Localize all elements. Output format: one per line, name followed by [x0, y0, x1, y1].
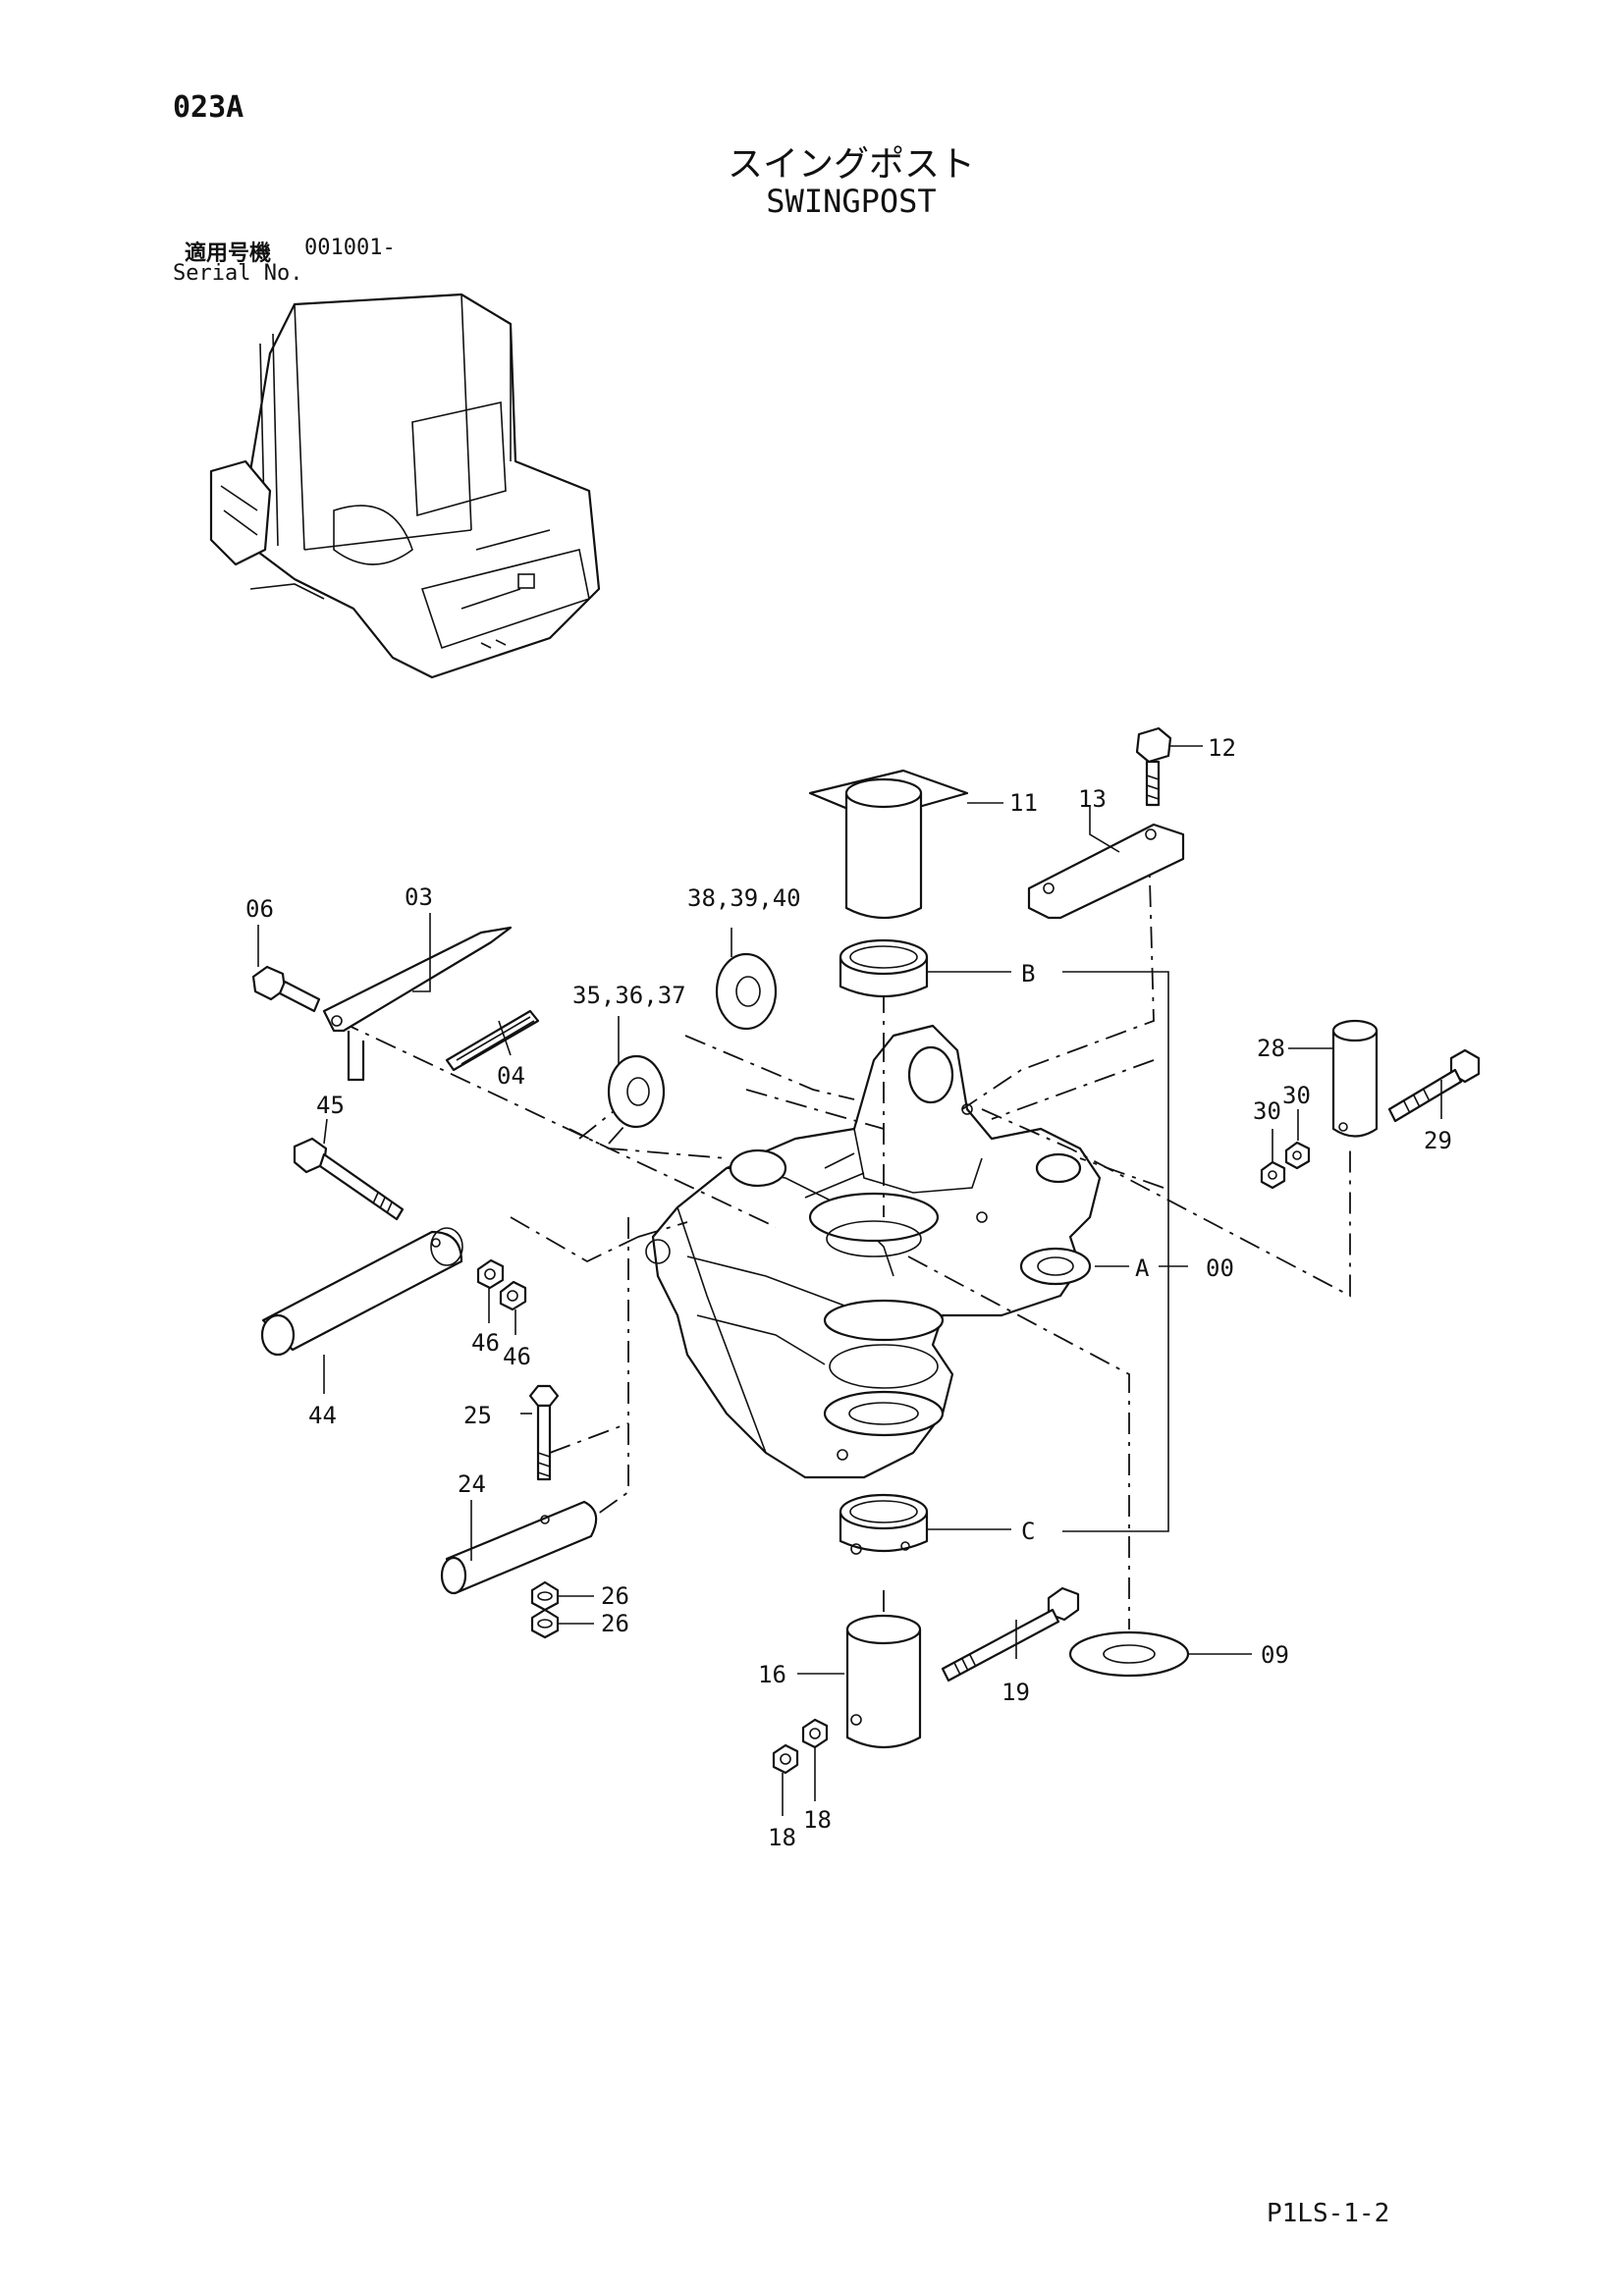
- callout-12: 12: [1208, 734, 1236, 762]
- page-code: 023A: [173, 90, 244, 125]
- part-26-nut: [530, 1580, 560, 1612]
- part-11-pin-with-plate: [808, 769, 969, 920]
- part-44-pin: [260, 1227, 463, 1357]
- part-24-pin: [440, 1500, 598, 1595]
- part-13-angle-plate: [1027, 823, 1185, 920]
- assembly-center-lines: [338, 843, 1351, 1688]
- callout-25: 25: [463, 1402, 492, 1429]
- part-18-nut: [772, 1743, 799, 1775]
- callout-ref-B: B: [1021, 960, 1035, 988]
- serial-number-value: 001001-: [304, 236, 396, 260]
- callout-24: 24: [458, 1470, 486, 1498]
- callout-18-second: 18: [803, 1806, 832, 1834]
- callout-30: 30: [1253, 1097, 1281, 1125]
- part-25-bolt: [528, 1384, 560, 1481]
- callout-19: 19: [1001, 1679, 1030, 1706]
- callout-44: 44: [308, 1402, 337, 1429]
- callout-35-36-37: 35,36,37: [572, 982, 686, 1009]
- callout-46-second: 46: [503, 1343, 531, 1370]
- part-45-long-bolt: [293, 1137, 405, 1221]
- part-18-nut-second: [801, 1718, 829, 1749]
- callout-06: 06: [245, 895, 274, 923]
- callout-03: 03: [405, 883, 433, 911]
- callout-26: 26: [601, 1582, 629, 1610]
- serial-label: Serial No.: [173, 261, 303, 286]
- page-title: SWINGPOST: [766, 183, 937, 220]
- page-title-japanese: スイングポスト: [727, 144, 975, 185]
- machine-thumbnail-illustration: [209, 293, 601, 679]
- part-bushing-ref-C: [839, 1493, 929, 1555]
- callout-04: 04: [497, 1062, 525, 1090]
- part-03-cover-plate: [322, 926, 513, 1082]
- callout-09: 09: [1261, 1641, 1289, 1669]
- callout-30-second: 30: [1282, 1082, 1311, 1109]
- part-30-nut: [1260, 1160, 1286, 1190]
- callout-26-second: 26: [601, 1610, 629, 1637]
- part-35-36-37-shim: [607, 1054, 666, 1129]
- part-46-nut: [476, 1258, 505, 1290]
- footer-code: P1LS-1-2: [1267, 2199, 1390, 2228]
- callout-labels: 11 12 13 B C 38,39,40 35,36,37 03 06 04 …: [245, 734, 1452, 1851]
- callout-45: 45: [316, 1092, 345, 1119]
- swingpost-bracket-body: [645, 1024, 1102, 1479]
- part-19-bolt: [941, 1586, 1080, 1682]
- part-38-39-40-shim: [715, 952, 778, 1031]
- part-28-pin: [1331, 1019, 1379, 1138]
- callout-11: 11: [1009, 789, 1038, 817]
- callout-ref-A: A: [1135, 1255, 1150, 1282]
- callout-28: 28: [1257, 1035, 1285, 1062]
- callout-46: 46: [471, 1329, 500, 1357]
- callout-18: 18: [768, 1824, 796, 1851]
- callout-16: 16: [758, 1661, 786, 1688]
- callout-38-39-40: 38,39,40: [687, 884, 801, 912]
- callout-leader-lines: [257, 745, 1442, 1816]
- callout-13: 13: [1078, 785, 1107, 813]
- serial-label-japanese: 適用号機: [185, 241, 272, 266]
- part-16-pin: [845, 1614, 922, 1748]
- part-29-bolt: [1387, 1048, 1481, 1123]
- part-30-nut-second: [1284, 1141, 1311, 1170]
- part-09-washer: [1068, 1630, 1190, 1678]
- part-04-rubber-strip: [445, 1009, 540, 1072]
- callout-00: 00: [1206, 1255, 1234, 1282]
- part-26-nut-second: [530, 1608, 560, 1639]
- part-46-nut-second: [499, 1280, 527, 1311]
- part-12-bolt: [1135, 726, 1172, 807]
- part-bushing-ref-B: [839, 938, 929, 998]
- part-06-bolt: [251, 965, 321, 1013]
- callout-29: 29: [1424, 1127, 1452, 1154]
- callout-ref-C: C: [1021, 1518, 1035, 1545]
